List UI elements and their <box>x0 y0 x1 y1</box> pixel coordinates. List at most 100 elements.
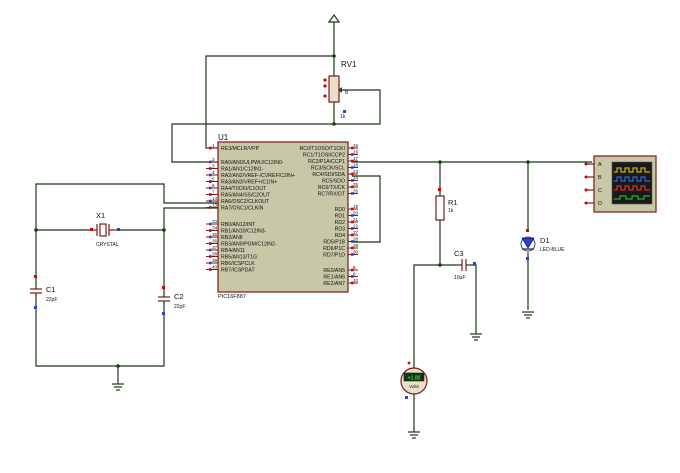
capacitor-c1[interactable]: C1 22pF <box>30 275 57 309</box>
rv1-ref: RV1 <box>341 60 357 69</box>
ground-symbol <box>470 333 482 341</box>
u1-pin-label: RB3/AN9/PGM/C12IN2- <box>221 241 277 247</box>
u1-pin-label: RD4 <box>335 233 345 239</box>
u1-pin-label: RD3 <box>335 226 345 232</box>
oscilloscope[interactable]: A B C D <box>584 155 657 213</box>
u1-pin-label: RA0/AN0/ULPWU/C12IN0- <box>221 160 284 166</box>
u1-pin-label: RD6/P1C <box>323 246 345 252</box>
c1-ref: C1 <box>46 285 56 294</box>
u1-pin-number: 7 <box>212 190 215 195</box>
u1-pin-number: 1 <box>212 143 215 148</box>
u1-pin-number: 20 <box>353 211 359 216</box>
u1-pin-label: RB5/AN13/T1G <box>221 254 257 260</box>
crystal-x1[interactable]: X1 CRYSTAL <box>90 211 120 248</box>
power-terminal <box>327 13 341 56</box>
capacitor-c2[interactable]: C2 22pF <box>158 286 185 315</box>
wires <box>35 55 592 432</box>
u1-pin-number: 26 <box>353 189 359 194</box>
u1-pin-label: RC6/TX/CK <box>318 185 346 191</box>
u1-pin-label: RB4/AN11 <box>221 248 245 254</box>
u1-pin-number: 4 <box>212 170 215 175</box>
c3-ref: C3 <box>454 249 464 258</box>
u1-pin-label: RA4/T0CKI/C1OUT <box>221 186 267 192</box>
u1-pin-label: RE1/AN6 <box>323 274 345 280</box>
u1-pin-number: 15 <box>353 143 359 148</box>
u1-pin-label: RB6/ICSPCLK <box>221 261 255 267</box>
u1-pin-label: RE2/AN7 <box>323 281 345 287</box>
capacitor-c3[interactable]: C3 10uF <box>454 249 476 281</box>
c1-value: 22pF <box>46 297 57 303</box>
u1-pin-label: RC2/P1A/CCP1 <box>308 159 345 165</box>
u1-pin-label: RC1/T1OSI/CCP2 <box>303 152 345 158</box>
u1-pin-label: RE3/MCLR/VPP <box>221 146 260 152</box>
u1-pin-right: 26 RC7/RX/DT <box>318 189 359 198</box>
u1-pin-label: RC0/T1OSO/T1CKI <box>299 146 345 152</box>
scope-channel-b: B <box>598 175 602 181</box>
u1-pin-number: 18 <box>353 163 359 168</box>
u1-pin-number: 6 <box>212 183 215 188</box>
u1-pin-label: RC7/RX/DT <box>318 191 346 197</box>
u1-pin-label: RB2/AN8 <box>221 235 243 241</box>
u1-left-pins: 1RE3/MCLR/VPP2RA0/AN0/ULPWU/C12IN0-3RA1/… <box>206 143 295 273</box>
u1-ref: U1 <box>218 133 229 142</box>
u1-pin-number: 24 <box>353 176 359 181</box>
u1-pin-number: 37 <box>212 245 218 250</box>
u1-pin-number: 22 <box>353 224 359 229</box>
u1-pin-number: 39 <box>212 258 218 263</box>
u1-pin-number: 40 <box>212 265 218 270</box>
u1-pin-number: 34 <box>212 226 218 231</box>
u1-pin-label: RD0 <box>335 207 345 213</box>
d1-ref: D1 <box>540 236 550 245</box>
u1-pin-number: 17 <box>353 156 359 161</box>
u1-pin-number: 36 <box>212 239 218 244</box>
u1-pin-number: 35 <box>212 232 218 237</box>
u1-pin-label: RB7/ICSPDAT <box>221 267 255 273</box>
u1-pin-number: 29 <box>353 243 359 248</box>
voltmeter-reading: +1.00 <box>408 376 421 382</box>
u1-pin-label: RA2/AN2/VREF-/CVREF/C2IN+ <box>221 173 295 179</box>
u1-pin-number: 5 <box>212 177 215 182</box>
u1-pin-right: 22 RD3 <box>335 224 359 233</box>
u1-pin-label: RA7/OSC1/CLKIN <box>221 205 264 211</box>
u1-pin-number: 21 <box>353 217 359 222</box>
u1-pin-number: 28 <box>353 237 359 242</box>
resistor-r1[interactable]: R1 1k <box>435 188 458 221</box>
c2-value: 22pF <box>174 304 185 310</box>
u1-pin-number: 13 <box>212 203 218 208</box>
u1-pin-label: RB1/AN10/C12IN3- <box>221 228 267 234</box>
led-d1[interactable]: D1 LED-BLUE <box>520 229 565 260</box>
x1-value: CRYSTAL <box>96 242 119 248</box>
u1-part: PIC16F887 <box>218 294 246 300</box>
ground-symbol <box>522 311 534 319</box>
u1-pin-label: RC4/SDI/SDA <box>312 172 345 178</box>
u1-pin-number: 14 <box>212 196 218 201</box>
x1-ref: X1 <box>96 211 105 220</box>
potentiometer-rv1[interactable]: RV1 B 1k <box>323 60 357 120</box>
voltmeter[interactable]: +1.00 Volts <box>400 361 428 399</box>
scope-channel-d: D <box>598 201 602 207</box>
u1-pin-label: RC3/SCK/SCL <box>311 165 345 171</box>
d1-value: LED-BLUE <box>540 247 565 253</box>
u1-pin-number: 3 <box>212 164 215 169</box>
u1-pin-number: 2 <box>212 157 215 162</box>
u1-pin-number: 19 <box>353 204 359 209</box>
